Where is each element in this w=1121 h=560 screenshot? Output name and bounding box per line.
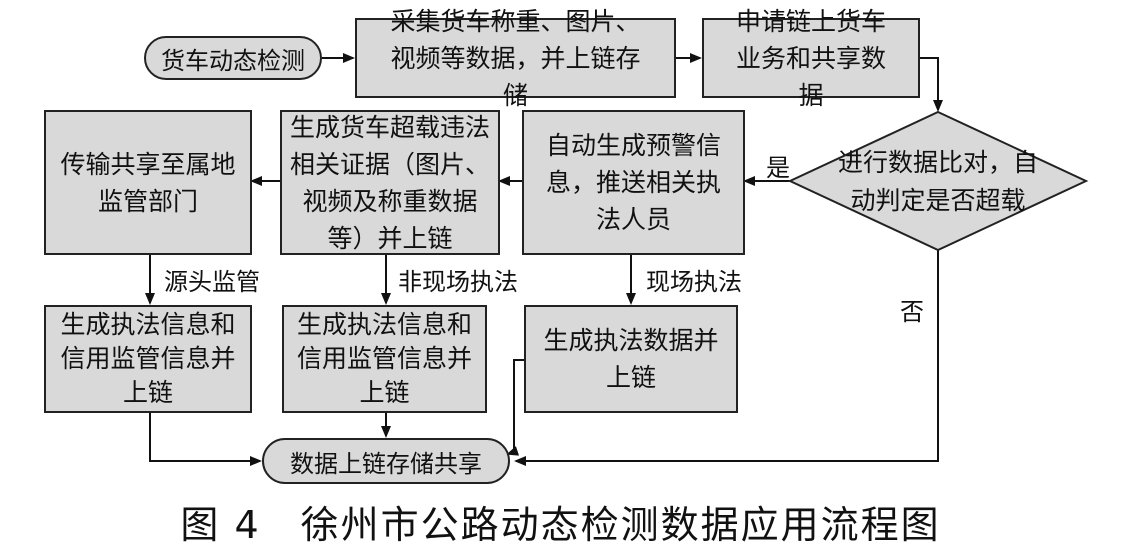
collect-box: 采集货车称重、图片、视频等数据，并上链存储 (355, 7, 676, 110)
gen-mid-box: 生成执法信息和信用监管信息并上链 (282, 305, 487, 413)
decision-diamond (787, 110, 1089, 252)
arrow-apply-to-decision (920, 57, 943, 112)
apply-box: 申请链上货车业务和共享数据 (702, 7, 920, 110)
yes-label: 是 (766, 154, 790, 182)
decision-text: 进行数据比对，自动判定是否超载 (837, 148, 1038, 215)
start-node: 货车动态检测 (144, 36, 322, 80)
label-source-supervision: 源头监管 (164, 268, 260, 296)
arrow-gen-left-to-end (149, 413, 262, 466)
figure-caption: 图 4 徐州市公路动态检测数据应用流程图 (180, 503, 941, 547)
gen-right-box: 生成执法数据并上链 (524, 305, 738, 413)
no-label: 否 (900, 298, 924, 326)
warn-box: 自动生成预警信息，推送相关执法人员 (522, 110, 745, 255)
evidence-box: 生成货车超载违法相关证据（图片、视频及称重数据等）并上链 (280, 110, 500, 255)
transfer-box: 传输共享至属地监管部门 (44, 110, 252, 255)
label-onsite-enforcement: 现场执法 (646, 268, 742, 296)
end-node: 数据上链存储共享 (262, 438, 510, 484)
label-offsite-enforcement: 非现场执法 (398, 268, 518, 296)
gen-left-box: 生成执法信息和信用监管信息并上链 (44, 305, 252, 413)
arrow-decision-no-to-end (514, 250, 939, 466)
arrow-gen-right-to-end (506, 359, 524, 456)
